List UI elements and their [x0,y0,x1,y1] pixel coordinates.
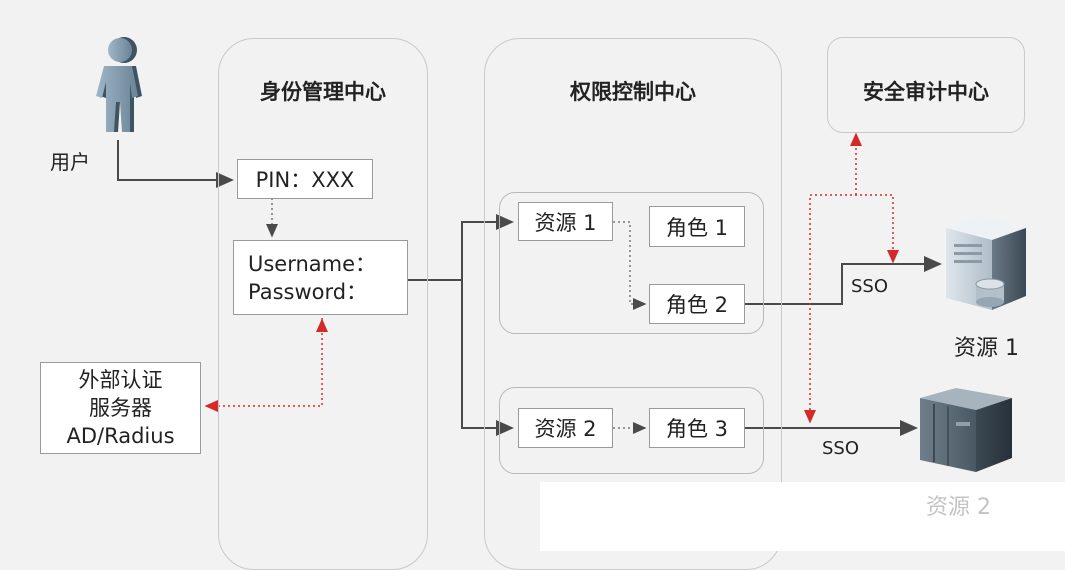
connector-lines [117,132,942,436]
role-2-box: 角色 2 [649,284,745,324]
login-to-resource1-line [408,214,514,281]
external-auth-line1: 外部认证 [78,368,163,392]
resource-group-2 [499,387,764,474]
audit-center-title: 安全审计中心 [863,80,989,104]
resource-group-1 [499,192,764,334]
external-auth-line2: 服务器 [89,396,152,420]
user-icon [78,36,158,136]
server-1-icon [938,206,1030,316]
role2-to-server1-line [745,256,942,305]
identity-center-title: 身份管理中心 [260,80,386,104]
resource-2-box: 资源 2 [518,408,613,448]
login-to-resource2-line [461,280,514,436]
audit-line-main [809,194,899,420]
username-label: Username： [248,251,377,276]
resource-1-box: 资源 1 [518,202,613,241]
user-label: 用户 [50,150,90,174]
server-1-label: 资源 1 [954,336,1019,361]
resource1-to-role2-line [613,221,647,310]
overlay-panel [540,482,1065,551]
login-box: Username： Password： [233,240,408,315]
role-3-box: 角色 3 [649,408,745,448]
password-label: Password： [248,279,368,304]
external-auth-line3: AD/Radius [66,424,175,448]
audit-center-zone [827,37,1025,133]
sso-label-2: SSO [822,438,860,459]
pin-box: PIN：XXX [237,159,373,199]
user-to-pin-line [117,140,234,188]
server-2-label: 资源 2 [926,495,991,520]
external-auth-box: 外部认证 服务器 AD/Radius [40,362,201,454]
server-2-icon [916,382,1016,476]
role-1-box: 角色 1 [649,206,745,247]
permission-center-title: 权限控制中心 [570,80,696,104]
external-auth-line [204,318,323,412]
sso-label-1: SSO [851,276,889,297]
